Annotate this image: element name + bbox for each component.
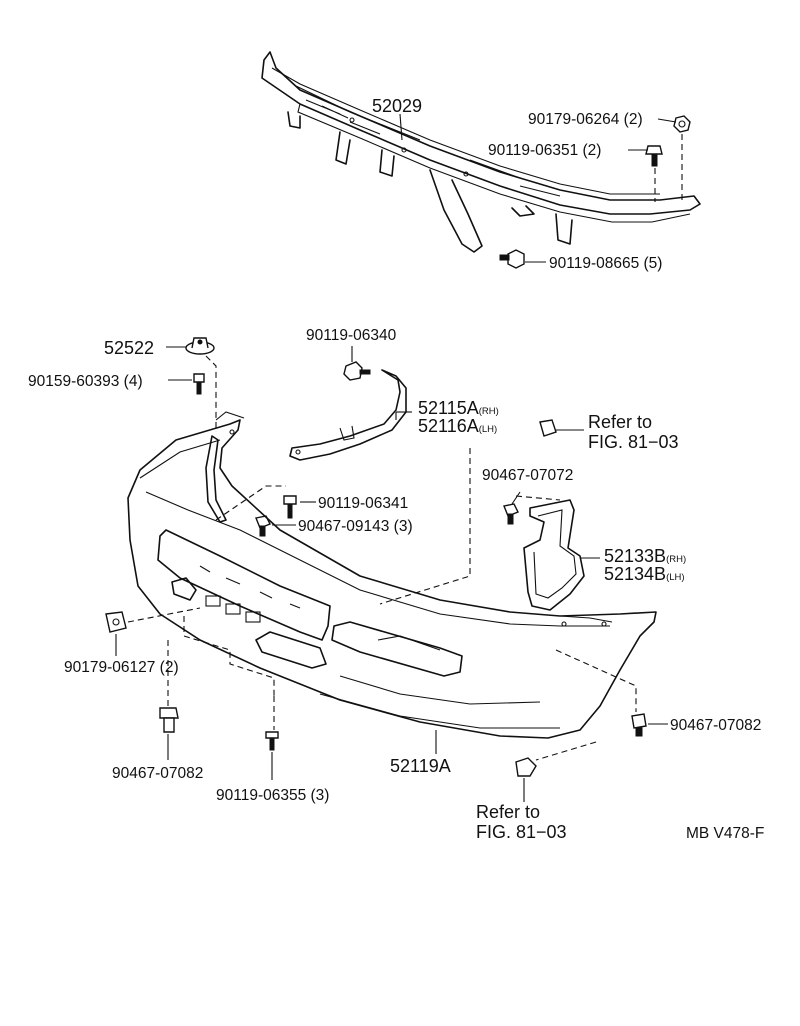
label-90119-08665: 90119-08665 (5) xyxy=(549,255,662,272)
label-52029: 52029 xyxy=(372,96,422,116)
splash-shield-52133B[interactable] xyxy=(523,499,585,611)
clip-90467-09143[interactable] xyxy=(255,515,271,537)
label-90179-06127: 90179-06127 (2) xyxy=(64,659,179,676)
bumper-cover-52119A[interactable] xyxy=(127,411,657,739)
figure-code: MB V478-F xyxy=(686,825,764,842)
label-90467-07082-right: 90467-07082 xyxy=(670,717,761,734)
clip-refer-81-03-lower[interactable] xyxy=(515,757,537,777)
dash-90467-07082-right xyxy=(555,649,637,712)
label-90467-07082-left: 90467-07082 xyxy=(112,765,203,782)
nut-90179-06127[interactable] xyxy=(105,611,127,633)
dash-90119-06341 xyxy=(215,485,286,521)
label-52134B: 52134B(LH) xyxy=(604,564,685,584)
screw-90119-06341[interactable] xyxy=(283,495,297,519)
label-90119-06355: 90119-06355 (3) xyxy=(216,787,329,804)
bolt-90119-06340[interactable] xyxy=(343,361,371,381)
bolt-90119-06351[interactable] xyxy=(645,145,663,167)
leader-90467-07072 xyxy=(511,491,521,505)
clip-90467-07082-right[interactable] xyxy=(631,713,647,737)
label-90119-06351: 90119-06351 (2) xyxy=(488,142,601,159)
retainer-52522[interactable] xyxy=(185,337,215,355)
leader-90179-06264 xyxy=(657,118,677,123)
label-90119-06340: 90119-06340 xyxy=(306,327,397,344)
dash-90467-07072 xyxy=(515,495,561,501)
label-52133B: 52133B(RH) xyxy=(604,546,686,566)
label-90159-60393: 90159-60393 (4) xyxy=(28,373,143,390)
dash-lower-group xyxy=(183,616,275,696)
label-90467-09143: 90467-09143 (3) xyxy=(298,518,413,535)
clip-90467-07072[interactable] xyxy=(503,503,519,525)
label-refer-lower-line2: FIG. 81−03 xyxy=(476,822,567,842)
bumper-bracket-52115A[interactable] xyxy=(289,369,407,461)
screw-90159-60393[interactable] xyxy=(193,373,205,395)
bolt-90119-08665[interactable] xyxy=(499,249,525,269)
label-90179-06264: 90179-06264 (2) xyxy=(528,111,643,128)
dash-90179-06127 xyxy=(127,607,201,623)
label-90119-06341: 90119-06341 xyxy=(318,495,408,512)
dash-refer-upper xyxy=(379,448,471,605)
label-52522: 52522 xyxy=(104,338,154,358)
label-90467-07072: 90467-07072 xyxy=(482,467,573,484)
dash-refer-lower xyxy=(535,741,597,761)
bumper-reinforcement-52029[interactable] xyxy=(261,51,701,253)
leader-52029 xyxy=(399,113,403,141)
dash-52522 xyxy=(205,355,217,432)
clip-refer-81-03-upper[interactable] xyxy=(539,419,557,437)
label-52115A: 52115A(RH) xyxy=(418,398,499,418)
nut-90179-06264[interactable] xyxy=(673,115,691,133)
label-refer-upper-line1: Refer to xyxy=(588,412,652,432)
label-52116A: 52116A(LH) xyxy=(418,416,497,436)
screw-90119-06355[interactable] xyxy=(265,731,279,751)
label-refer-lower-line1: Refer to xyxy=(476,802,540,822)
label-52119A: 52119A xyxy=(390,756,451,776)
label-refer-upper-line2: FIG. 81−03 xyxy=(588,432,679,452)
clip-90467-07082-left[interactable] xyxy=(159,707,179,733)
